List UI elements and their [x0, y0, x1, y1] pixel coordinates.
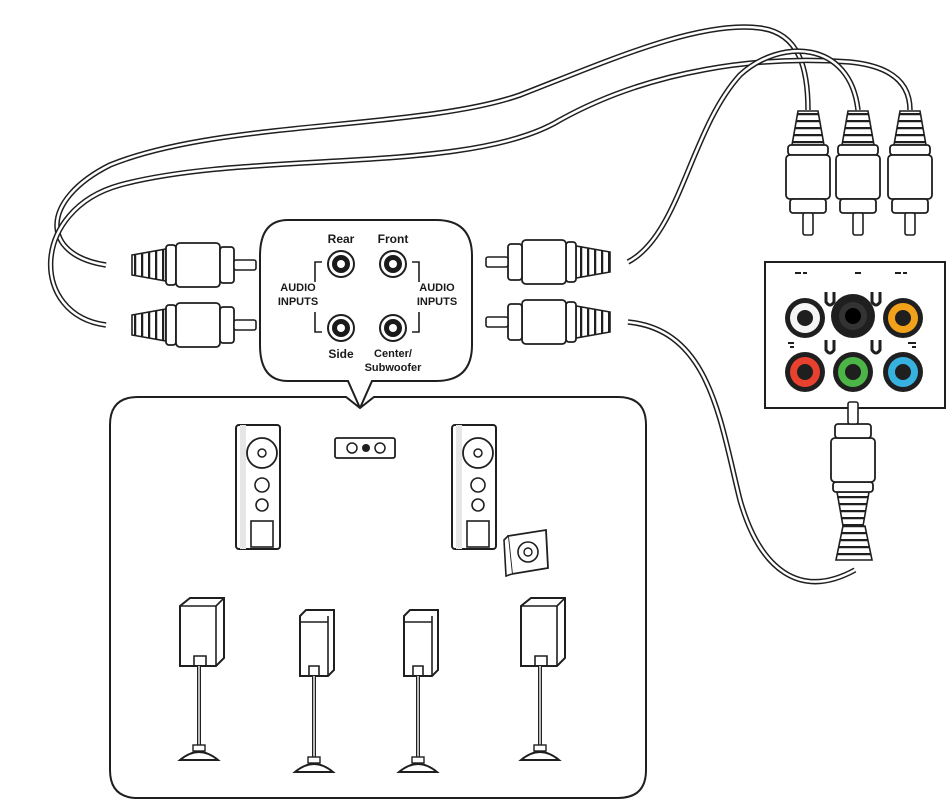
white-jack[interactable] [785, 298, 825, 338]
audio-panel [764, 261, 946, 409]
subwoofer [503, 528, 549, 578]
panel-bottom-plug [830, 401, 876, 561]
subwoofer-label: Subwoofer [365, 362, 423, 374]
black-jack[interactable] [831, 294, 875, 338]
red-jack[interactable] [785, 352, 825, 392]
front-right-speaker [451, 424, 497, 550]
left-plugs [131, 242, 257, 348]
orange-jack[interactable] [883, 298, 923, 338]
cables [47, 24, 913, 585]
front-label: Front [378, 232, 409, 246]
audio-inputs-right-label-1: AUDIO [419, 282, 455, 294]
speaker-room [109, 396, 647, 799]
side-label: Side [328, 347, 354, 361]
front-jack [379, 250, 407, 278]
blue-jack[interactable] [883, 352, 923, 392]
side-jack [327, 314, 355, 342]
rear-jack [327, 250, 355, 278]
front-left-speaker [235, 424, 281, 550]
rear-label: Rear [328, 232, 355, 246]
green-jack[interactable] [833, 352, 873, 392]
center-speaker [334, 437, 396, 459]
panel-top-plugs [785, 110, 933, 236]
audio-inputs-right-label-2: INPUTS [417, 296, 457, 308]
center-subwoofer-jack [379, 314, 407, 342]
right-plugs [485, 239, 611, 345]
center-label: Center/ [374, 348, 412, 360]
audio-inputs-left-label-1: AUDIO [280, 282, 316, 294]
receiver-callout: Rear Front Side Center/ Subwoofer AUDIO … [259, 219, 473, 411]
audio-inputs-left-label-2: INPUTS [278, 296, 318, 308]
